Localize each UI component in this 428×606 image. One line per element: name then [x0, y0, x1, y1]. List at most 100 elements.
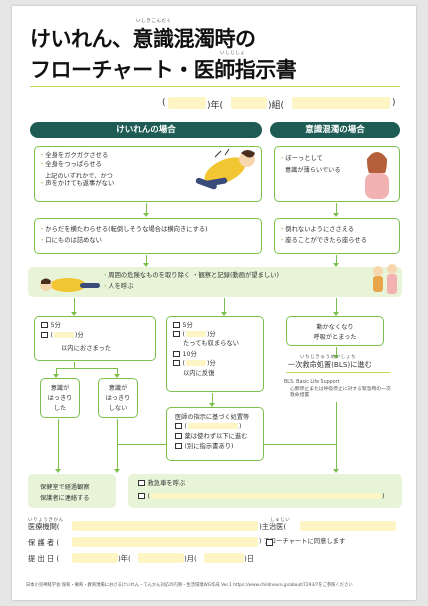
doctor-orders-box: 医師の指示に基づく処置等 () 薬は使わず以下に進む (別に指示書あり) — [166, 407, 264, 461]
observe-line: 保健室で経過観察 — [40, 484, 90, 491]
day-label: )日 — [244, 554, 254, 563]
flow-arrow — [52, 368, 61, 378]
institution-input[interactable] — [72, 521, 258, 531]
doctor-label: )主治医( — [259, 522, 287, 531]
submitted-month-input[interactable] — [138, 553, 184, 563]
flow-arrow — [54, 419, 63, 473]
guardian-label: 保 護 者 ( — [28, 538, 60, 547]
seizure-child-illustration — [195, 149, 255, 190]
bls-underline — [286, 372, 390, 373]
flow-arrow — [332, 298, 341, 316]
conscious-yes-text: 意識が — [50, 385, 70, 392]
month-label: )月( — [184, 554, 197, 563]
stopped-line-1: 動かなくなり — [316, 324, 354, 331]
seizure-symptom: 全身をつっぱらせる — [39, 161, 102, 170]
class-close-paren: ) — [392, 98, 396, 108]
repeat-label: 以内に反復 — [183, 370, 215, 377]
observe-box: 保健室で経過観察 保護者に連絡する — [28, 474, 116, 508]
title-line-2: フローチャート・医師指示書 — [30, 58, 297, 82]
other-action[interactable]: () — [138, 492, 384, 501]
consciousness-header: 意識混濁の場合 — [270, 122, 400, 138]
seizure-action-box: からだを横たわらせる(転倒しそうな場合は横向きにする) 口にものは詰めない — [34, 218, 262, 254]
flow-arrow — [142, 255, 151, 267]
agree-checkbox[interactable]: ) フローチャートに同意します — [259, 538, 346, 545]
consciousness-action: 座ることができたら座らせる — [279, 237, 367, 246]
institution-label: 医療機関( — [28, 522, 60, 531]
doctor-order-no-medicine[interactable]: 薬は使わず以下に進む — [175, 432, 247, 441]
doctor-orders-title: 医師の指示に基づく処置等 — [175, 414, 250, 421]
class-open-paren: ( — [162, 98, 166, 108]
consciousness-symptom: 意識が薄らいでいる — [285, 167, 341, 174]
option-5min-mid[interactable]: 5分 — [173, 321, 193, 330]
flowchart-page: いしきこんだく けいれん、意識混濁時の いしじしょ フローチャート・医師指示書 … — [12, 6, 416, 600]
option-5min[interactable]: 5分 — [41, 321, 61, 330]
doctor-order-separate[interactable]: (別に指示書あり) — [175, 442, 234, 451]
seizure-header: けいれんの場合 — [30, 122, 262, 138]
seizure-symptom: 上記のいずれかで、かつ — [45, 173, 113, 180]
bls-ruby: いちじきゅうめいしょち — [300, 355, 357, 360]
seizure-symptom: 声をかけても返事がない — [39, 180, 114, 189]
flow-arrow — [220, 298, 229, 316]
doctor-order-custom[interactable]: () — [175, 422, 241, 431]
consciousness-symptom-box: ぼーっとして 意識が薄らいでいる — [274, 146, 400, 202]
title-ruby-2: いしじしょ — [220, 51, 246, 56]
title-ruby-1: いしきこんだく — [136, 19, 172, 24]
flow-arrow — [332, 255, 341, 267]
conscious-no-text: 意識が — [108, 385, 128, 392]
name-input[interactable] — [292, 97, 390, 109]
seizure-symptom-box: 全身をガクガクさせる 全身をつっぱらせる 上記のいずれかで、かつ 声をかけても返… — [34, 146, 262, 202]
common-actions-band: 周囲の危険なものを取り除く ・観察と記録(動画が望ましい) 人を呼ぶ — [28, 264, 402, 297]
flow-arrow — [332, 402, 341, 473]
not-stopping-label: たっても収まらない — [183, 340, 240, 347]
submitted-day-input[interactable] — [204, 553, 244, 563]
call-ambulance[interactable]: 救急車を呼ぶ — [138, 479, 185, 488]
option-custom-min[interactable]: ()分 — [41, 331, 84, 340]
title-line-1: けいれん、意識混濁時の — [30, 27, 256, 51]
flow-line — [264, 444, 336, 446]
support-illustration — [373, 264, 397, 294]
option-custom-min-mid[interactable]: ()分 — [173, 330, 216, 339]
flow-line — [117, 444, 167, 446]
title-rule — [30, 86, 400, 87]
class-kumi-label: )組( — [268, 101, 285, 111]
option-custom-repeat[interactable]: ()分 — [173, 359, 216, 368]
observe-line: 保護者に連絡する — [40, 495, 90, 502]
flow-line — [56, 368, 118, 370]
consciousness-action-box: 倒れないようにささえる 座ることができたら座らせる — [274, 218, 400, 254]
conscious-yes-text: した — [53, 405, 67, 412]
bls-note-title: BLS: Basic Life Support — [284, 380, 340, 385]
submitted-year-input[interactable] — [72, 553, 118, 563]
class-input[interactable] — [231, 97, 267, 109]
doctor-input[interactable] — [300, 521, 396, 531]
flow-line — [74, 362, 76, 368]
institution-ruby: いりょうきかん — [28, 518, 64, 523]
stopped-line-2: 呼吸がとまった — [313, 334, 357, 341]
bls-note-body: 心肺停止または呼吸停止に対する緊急時の一次救命措置 — [290, 387, 391, 398]
flow-arrow — [332, 203, 341, 217]
consciousness-action: 倒れないようにささえる — [279, 226, 354, 235]
flow-arrow — [70, 298, 79, 316]
within-time-box: 5分 ()分 以内におさまった — [34, 316, 156, 361]
flow-arrow — [332, 347, 341, 359]
submitted-label: 提 出 日 ( — [28, 554, 60, 563]
agree-checkbox-box[interactable] — [266, 539, 273, 546]
flow-arrow — [142, 203, 151, 217]
dazed-child-illustration — [365, 152, 389, 199]
year-label: )年( — [118, 554, 131, 563]
within-label: 以内におさまった — [61, 345, 112, 352]
year-input[interactable] — [168, 97, 206, 109]
guardian-input[interactable] — [72, 537, 258, 547]
option-10min[interactable]: 10分 — [173, 350, 197, 359]
common-action: 人を呼ぶ — [102, 283, 133, 292]
recovery-position-illustration — [40, 278, 100, 292]
seizure-action: 口にものは詰めない — [39, 237, 102, 246]
stopped-breathing-box: 動かなくなり 呼吸がとまった — [286, 316, 384, 346]
footer-credit: 日本小児神経学会 保育・療育・教育現場におけるけいれん・てんかん対応の円滑・生活… — [26, 583, 353, 588]
seizure-action: からだを横たわらせる(転倒しそうな場合は横向きにする) — [39, 226, 207, 235]
bls-label: 一次救命処置(BLS)に進む — [288, 360, 372, 369]
seizure-symptom: 全身をガクガクさせる — [39, 152, 108, 161]
common-action: 周囲の危険なものを取り除く ・観察と記録(動画が望ましい) — [102, 272, 279, 281]
class-year-label: )年( — [207, 101, 224, 111]
ambulance-box: 救急車を呼ぶ () — [128, 474, 402, 508]
conscious-yes-text: はっきり — [47, 395, 73, 402]
